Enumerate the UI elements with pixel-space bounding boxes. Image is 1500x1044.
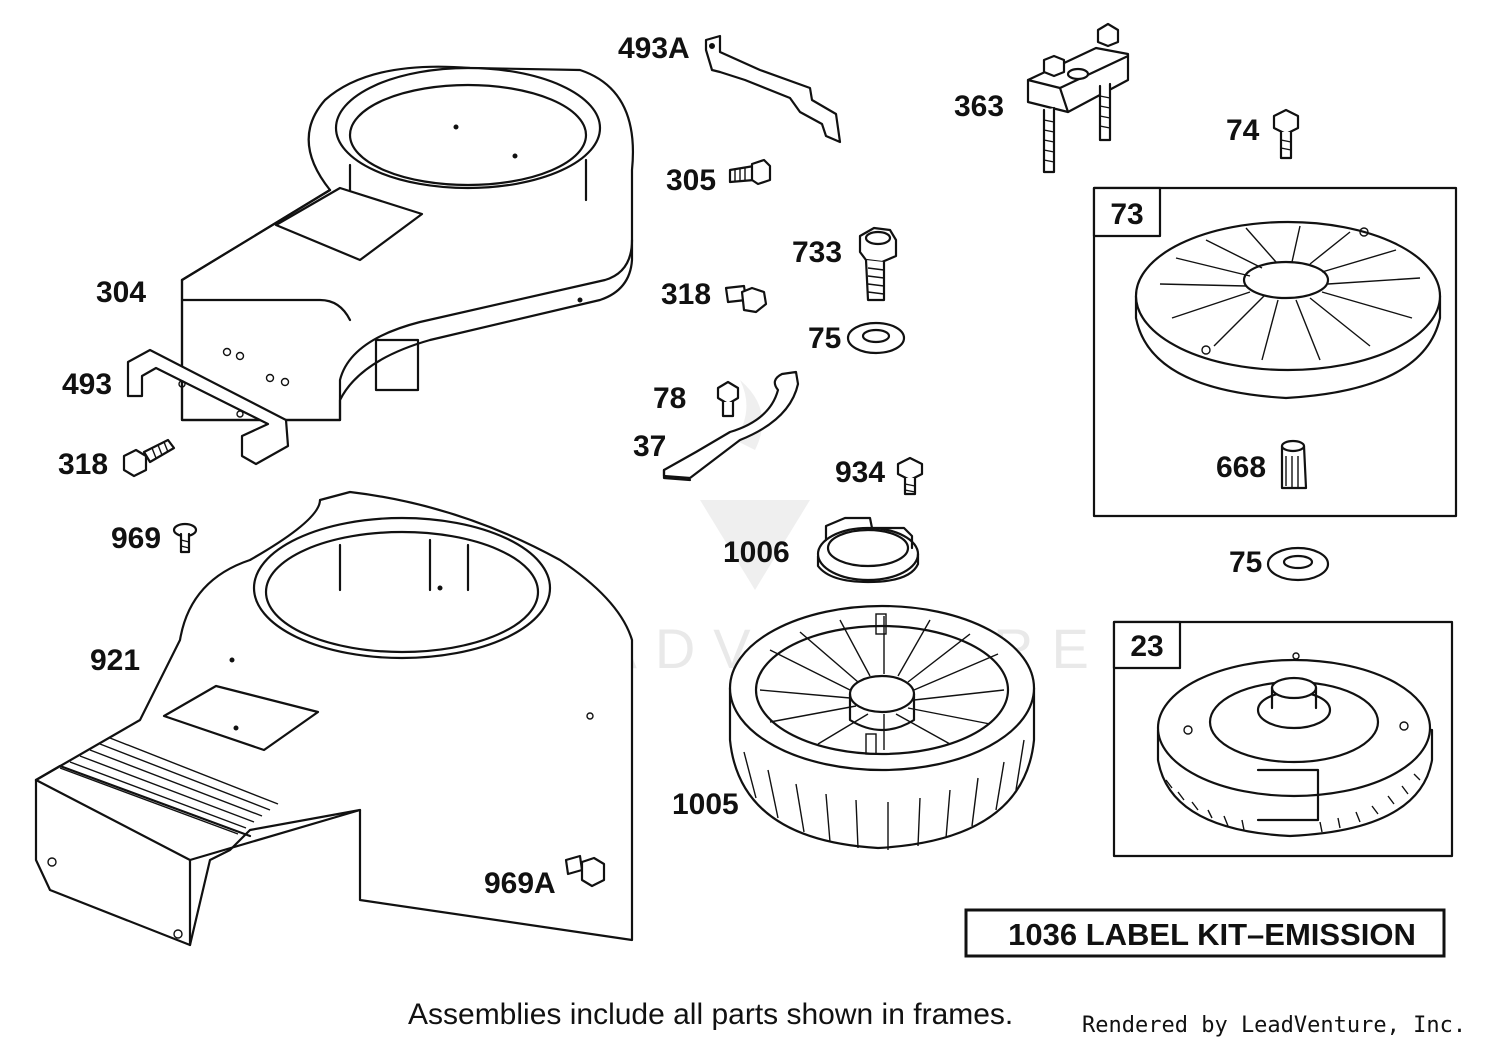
- starter-cup-drawing: [816, 516, 920, 584]
- grille-lines: [59, 737, 279, 835]
- part-labels: 493A 363 74 305 733 304 318 75 493 78 37…: [58, 32, 1266, 900]
- mount-bracket-drawing: [1026, 22, 1130, 174]
- blower-housing-top-drawing: [180, 65, 634, 422]
- fan-73-vanes: [1159, 225, 1421, 361]
- label-921: 921: [90, 644, 140, 677]
- label-363: 363: [954, 90, 1004, 123]
- screw-305-drawing: [728, 158, 772, 186]
- label-37: 37: [633, 430, 666, 463]
- frame-73-fan: 73: [1092, 186, 1458, 518]
- ring-gear-teeth: [1165, 773, 1421, 833]
- washer-right-drawing: [1266, 546, 1330, 582]
- frame-23-flywheel: 23: [1112, 620, 1454, 858]
- screw-top-right-drawing: [1272, 108, 1300, 160]
- label-75-right: 75: [1229, 546, 1262, 579]
- washer-center-drawing: [846, 321, 906, 355]
- label-493a: 493A: [618, 32, 690, 65]
- screw-78-drawing: [716, 380, 740, 418]
- screw-934-drawing: [896, 456, 924, 496]
- label-78: 78: [653, 382, 686, 415]
- label-934: 934: [835, 456, 885, 489]
- bracket-top-drawing: [704, 34, 842, 144]
- label-493: 493: [62, 368, 112, 401]
- label-304: 304: [96, 276, 146, 309]
- screw-318-left-drawing: [122, 438, 176, 478]
- blower-housing-drawing: [34, 490, 634, 947]
- screw-969a-drawing: [564, 854, 606, 888]
- label-1006: 1006: [723, 536, 790, 569]
- label-733: 733: [792, 236, 842, 269]
- air-vane-drawing: [662, 370, 800, 482]
- label-668: 668: [1216, 451, 1266, 484]
- frame-73-label: 73: [1110, 198, 1143, 231]
- screw-969-drawing: [172, 522, 198, 554]
- label-969a: 969A: [484, 867, 556, 900]
- label-318-center: 318: [661, 278, 711, 311]
- screw-318-center-drawing: [724, 284, 768, 314]
- label-74: 74: [1226, 114, 1260, 147]
- fan-blades: [759, 616, 1005, 750]
- render-credit: Rendered by LeadVenture, Inc.: [1082, 1013, 1466, 1038]
- kit-label: 1036 LABEL KIT–EMISSION: [1008, 917, 1416, 952]
- kit-label-box: 1036 LABEL KIT–EMISSION: [964, 908, 1446, 958]
- label-75-center: 75: [808, 322, 841, 355]
- frame-23-label: 23: [1130, 630, 1163, 663]
- flywheel-fan-drawing: [728, 604, 1036, 850]
- label-318-left: 318: [58, 448, 108, 481]
- nut-733-drawing: [858, 226, 898, 302]
- bracket-left-drawing: [126, 348, 290, 466]
- label-969: 969: [111, 522, 161, 555]
- assemblies-note: Assemblies include all parts shown in fr…: [408, 998, 1013, 1031]
- label-1005: 1005: [672, 788, 739, 821]
- label-305: 305: [666, 164, 716, 197]
- fan-outer-fins: [743, 739, 1025, 850]
